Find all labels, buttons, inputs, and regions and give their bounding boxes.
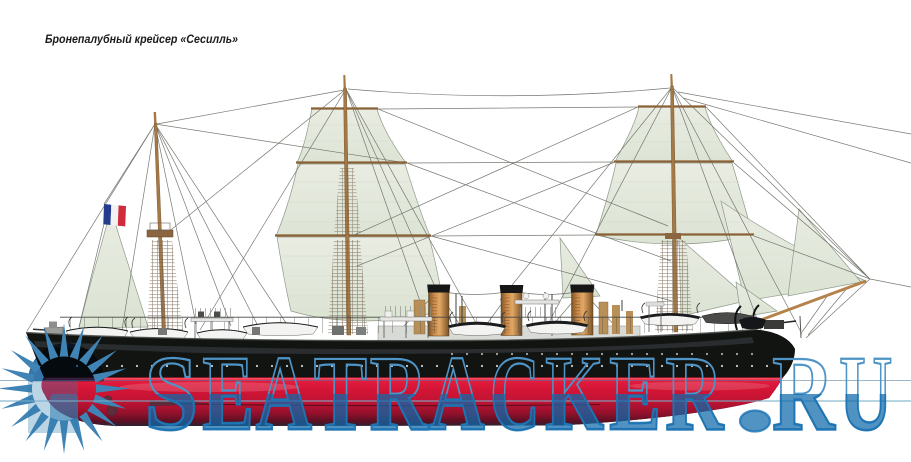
svg-text:A: A	[429, 335, 484, 453]
svg-text:R: R	[772, 335, 836, 453]
svg-text:E: E	[609, 335, 661, 453]
svg-text:Бронепалубный крейсер «Сесилль: Бронепалубный крейсер «Сесилль»	[45, 32, 238, 46]
svg-text:E: E	[202, 335, 254, 453]
svg-text:R: R	[665, 335, 724, 453]
svg-text:R: R	[772, 335, 836, 453]
svg-text:A: A	[256, 335, 312, 453]
svg-text:R: R	[665, 335, 724, 453]
svg-text:S: S	[145, 335, 199, 453]
svg-text:U: U	[839, 335, 892, 453]
svg-text:K: K	[545, 335, 604, 453]
svg-text:T: T	[314, 335, 367, 453]
svg-text:U: U	[839, 335, 892, 453]
svg-text:K: K	[545, 335, 604, 453]
svg-text:T: T	[314, 335, 367, 453]
svg-text:C: C	[490, 335, 540, 453]
svg-text:A: A	[429, 335, 484, 453]
svg-text:E: E	[202, 335, 254, 453]
svg-text:E: E	[609, 335, 661, 453]
svg-text:R: R	[370, 335, 429, 453]
svg-text:S: S	[145, 335, 199, 453]
svg-text:C: C	[490, 335, 540, 453]
svg-text:A: A	[256, 335, 312, 453]
svg-text:R: R	[370, 335, 429, 453]
